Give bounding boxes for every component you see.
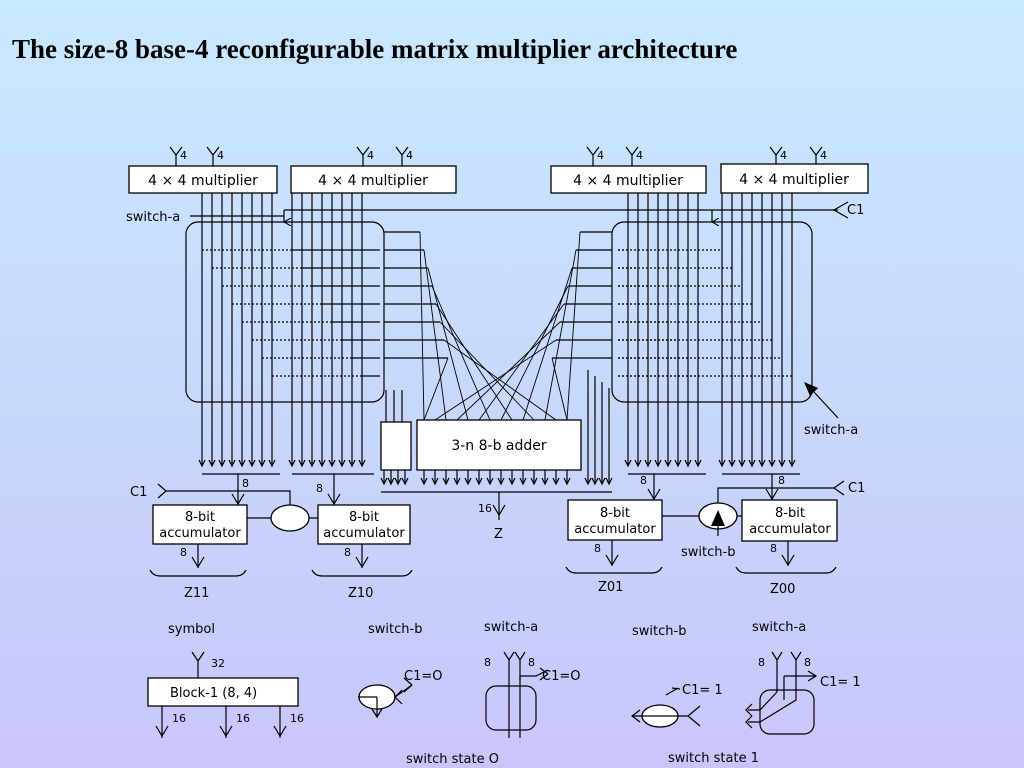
multiplier-3: 4 × 4 multiplier	[550, 165, 707, 194]
legend-block-out-2: 16	[236, 712, 250, 725]
switch-block-right	[611, 221, 813, 403]
mult1-in-b-width: 4	[217, 149, 224, 162]
acc2-label-2: accumulator	[323, 526, 405, 541]
multiplier-3-label: 4 × 4 multiplier	[573, 173, 683, 189]
switch-a-top-label: switch-a	[126, 210, 180, 225]
legend-block-label: Block-1 (8, 4)	[170, 686, 257, 701]
mult3-in-a-width: 4	[597, 149, 604, 162]
multiplier-2: 4 × 4 multiplier	[290, 165, 457, 194]
switch-b-left	[270, 504, 310, 532]
state0-switch-a-in-a: 8	[484, 656, 491, 669]
state1-switch-b-cond: C1= 1	[682, 683, 723, 698]
acc1-label-2: accumulator	[159, 526, 241, 541]
multiplier-1: 4 × 4 multiplier	[128, 165, 278, 194]
switch-a-right-callout: switch-a	[804, 382, 858, 438]
mult1-in-a-width: 4	[180, 149, 187, 162]
legend-switch-state-1: switch-b switch-a C1= 1 8 8 C1= 1 switch…	[631, 620, 861, 766]
adder-block: 3-n 8-b adder 16 Z	[380, 419, 612, 542]
switch-b-mid-label: switch-b	[681, 545, 735, 560]
interconnect-wiring	[198, 193, 796, 486]
switch-a-right-label: switch-a	[804, 423, 858, 438]
c1-top-label: C1	[847, 203, 864, 218]
acc2-in-width: 8	[316, 482, 323, 495]
multiplier-2-label: 4 × 4 multiplier	[318, 173, 428, 189]
acc2-label-1: 8-bit	[349, 510, 379, 525]
acc3-label-2: accumulator	[574, 522, 656, 537]
output-z00: Z00	[770, 582, 795, 597]
state0-caption: switch state O	[406, 752, 499, 767]
acc4-label-2: accumulator	[749, 522, 831, 537]
multiplier-4-label: 4 × 4 multiplier	[739, 172, 849, 188]
acc1-label-1: 8-bit	[185, 510, 215, 525]
state1-switch-b-title: switch-b	[632, 624, 686, 639]
state1-switch-a-symbol	[759, 689, 815, 735]
acc3-label-1: 8-bit	[600, 506, 630, 521]
state1-switch-a-cond: C1= 1	[820, 675, 861, 690]
legend-symbol: symbol 32 Block-1 (8, 4) 16 16 16	[147, 622, 304, 738]
output-z11: Z11	[184, 586, 209, 601]
accumulator-section-right: 8 8 C1 8-bit accumulator switch-b 8-bit …	[565, 473, 865, 597]
state0-switch-b-cond: C1=O	[404, 669, 442, 684]
output-z10: Z10	[348, 586, 373, 601]
multiplier-4: 4 × 4 multiplier	[720, 163, 869, 194]
acc4-label-1: 8-bit	[775, 506, 805, 521]
legend-block-out-1: 16	[172, 712, 186, 725]
acc3-out-width: 8	[594, 542, 601, 555]
switch-block-left	[185, 221, 385, 403]
legend-block-in-width: 32	[211, 657, 225, 670]
mult4-in-a-width: 4	[780, 149, 787, 162]
acc4-out-width: 8	[770, 542, 777, 555]
acc1-in-width: 8	[242, 477, 249, 490]
mult3-in-b-width: 4	[636, 149, 643, 162]
acc4-in-width: 8	[778, 474, 785, 487]
state0-switch-a-title: switch-a	[484, 620, 538, 635]
c1-left-label: C1	[130, 485, 147, 500]
c1-right-label: C1	[848, 481, 865, 496]
state0-switch-a-cond: C1=O	[542, 669, 580, 684]
adder-out-name: Z	[494, 527, 503, 542]
slide-title: The size-8 base-4 reconfigurable matrix …	[12, 34, 738, 64]
state0-switch-a-in-b: 8	[528, 656, 535, 669]
mult2-in-a-width: 4	[367, 149, 374, 162]
state1-switch-a-title: switch-a	[752, 620, 806, 635]
state0-switch-a-symbol	[485, 685, 537, 731]
acc2-out-width: 8	[344, 546, 351, 559]
acc1-out-width: 8	[180, 546, 187, 559]
state0-switch-b-title: switch-b	[368, 622, 422, 637]
acc3-in-width: 8	[640, 474, 647, 487]
multiplier-inputs: 4 4 4 4 4 4 4 4	[169, 146, 827, 166]
state1-switch-a-in-a: 8	[758, 656, 765, 669]
state1-switch-a-in-b: 8	[804, 656, 811, 669]
legend-symbol-title: symbol	[168, 622, 215, 637]
multiplier-1-label: 4 × 4 multiplier	[148, 173, 258, 189]
output-z01: Z01	[598, 580, 623, 595]
accumulator-section-left: 8 8 C1 8-bit accumulator 8-bit accumulat…	[130, 473, 413, 601]
adder-label: 3-n 8-b adder	[451, 438, 547, 454]
state1-caption: switch state 1	[668, 751, 759, 766]
legend-block-out-3: 16	[290, 712, 304, 725]
adder-out-width: 16	[478, 502, 492, 515]
mult4-in-b-width: 4	[820, 149, 827, 162]
mult2-in-b-width: 4	[406, 149, 413, 162]
legend-switch-state-0: switch-b switch-a C1=O 8 8 C1=O switch s…	[358, 620, 580, 767]
switch-a-control: switch-a C1	[126, 201, 864, 225]
